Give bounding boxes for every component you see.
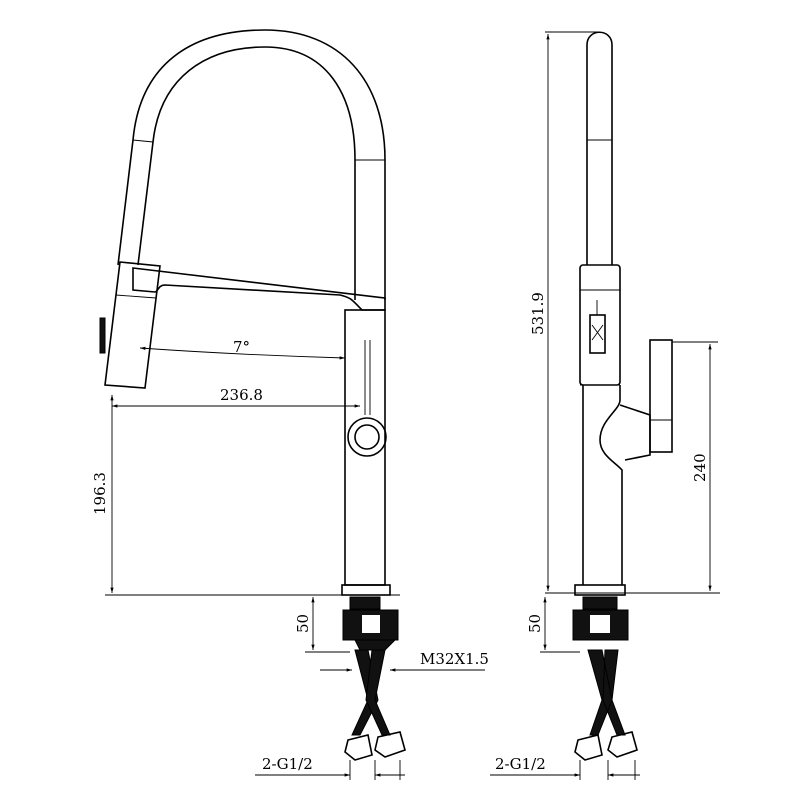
handle-height-dimension: 240 [691, 453, 709, 482]
lever-handle [132, 267, 386, 311]
inlet-dimension: 2-G1/2 [262, 755, 313, 773]
hose-nut-left [344, 734, 373, 761]
connector-ring [347, 417, 387, 457]
shank-length-dimension: 50 [294, 614, 312, 633]
side-shank-length-dimension: 50 [526, 614, 544, 633]
side-body-column [582, 385, 623, 585]
side-handle-connector [619, 404, 651, 461]
spout-arch-inner [137, 46, 356, 300]
thread-dimension: M32X1.5 [420, 650, 489, 668]
hose-nut-right [374, 731, 406, 758]
total-height-dimension: 531.9 [529, 292, 547, 335]
pull-out-spray-head [104, 261, 161, 389]
spout-height-dimension: 196.3 [91, 472, 109, 515]
angle-dimension: 7° [233, 338, 250, 356]
side-view: 531.9 240 50 2-G1/2 [490, 31, 720, 780]
side-spray-head [579, 264, 621, 386]
base-plate [341, 584, 391, 596]
side-inlet-dimension: 2-G1/2 [495, 755, 546, 773]
reach-dimension: 236.8 [220, 386, 263, 404]
side-handle-lever [649, 339, 673, 453]
front-view: 7° 236.8 196.3 50 M32X1.5 2-G1/2 [91, 29, 489, 780]
spout-arch-outer [117, 29, 386, 300]
spray-button [99, 317, 106, 354]
side-spout-tube [586, 31, 613, 265]
side-supply-hoses [587, 649, 626, 736]
